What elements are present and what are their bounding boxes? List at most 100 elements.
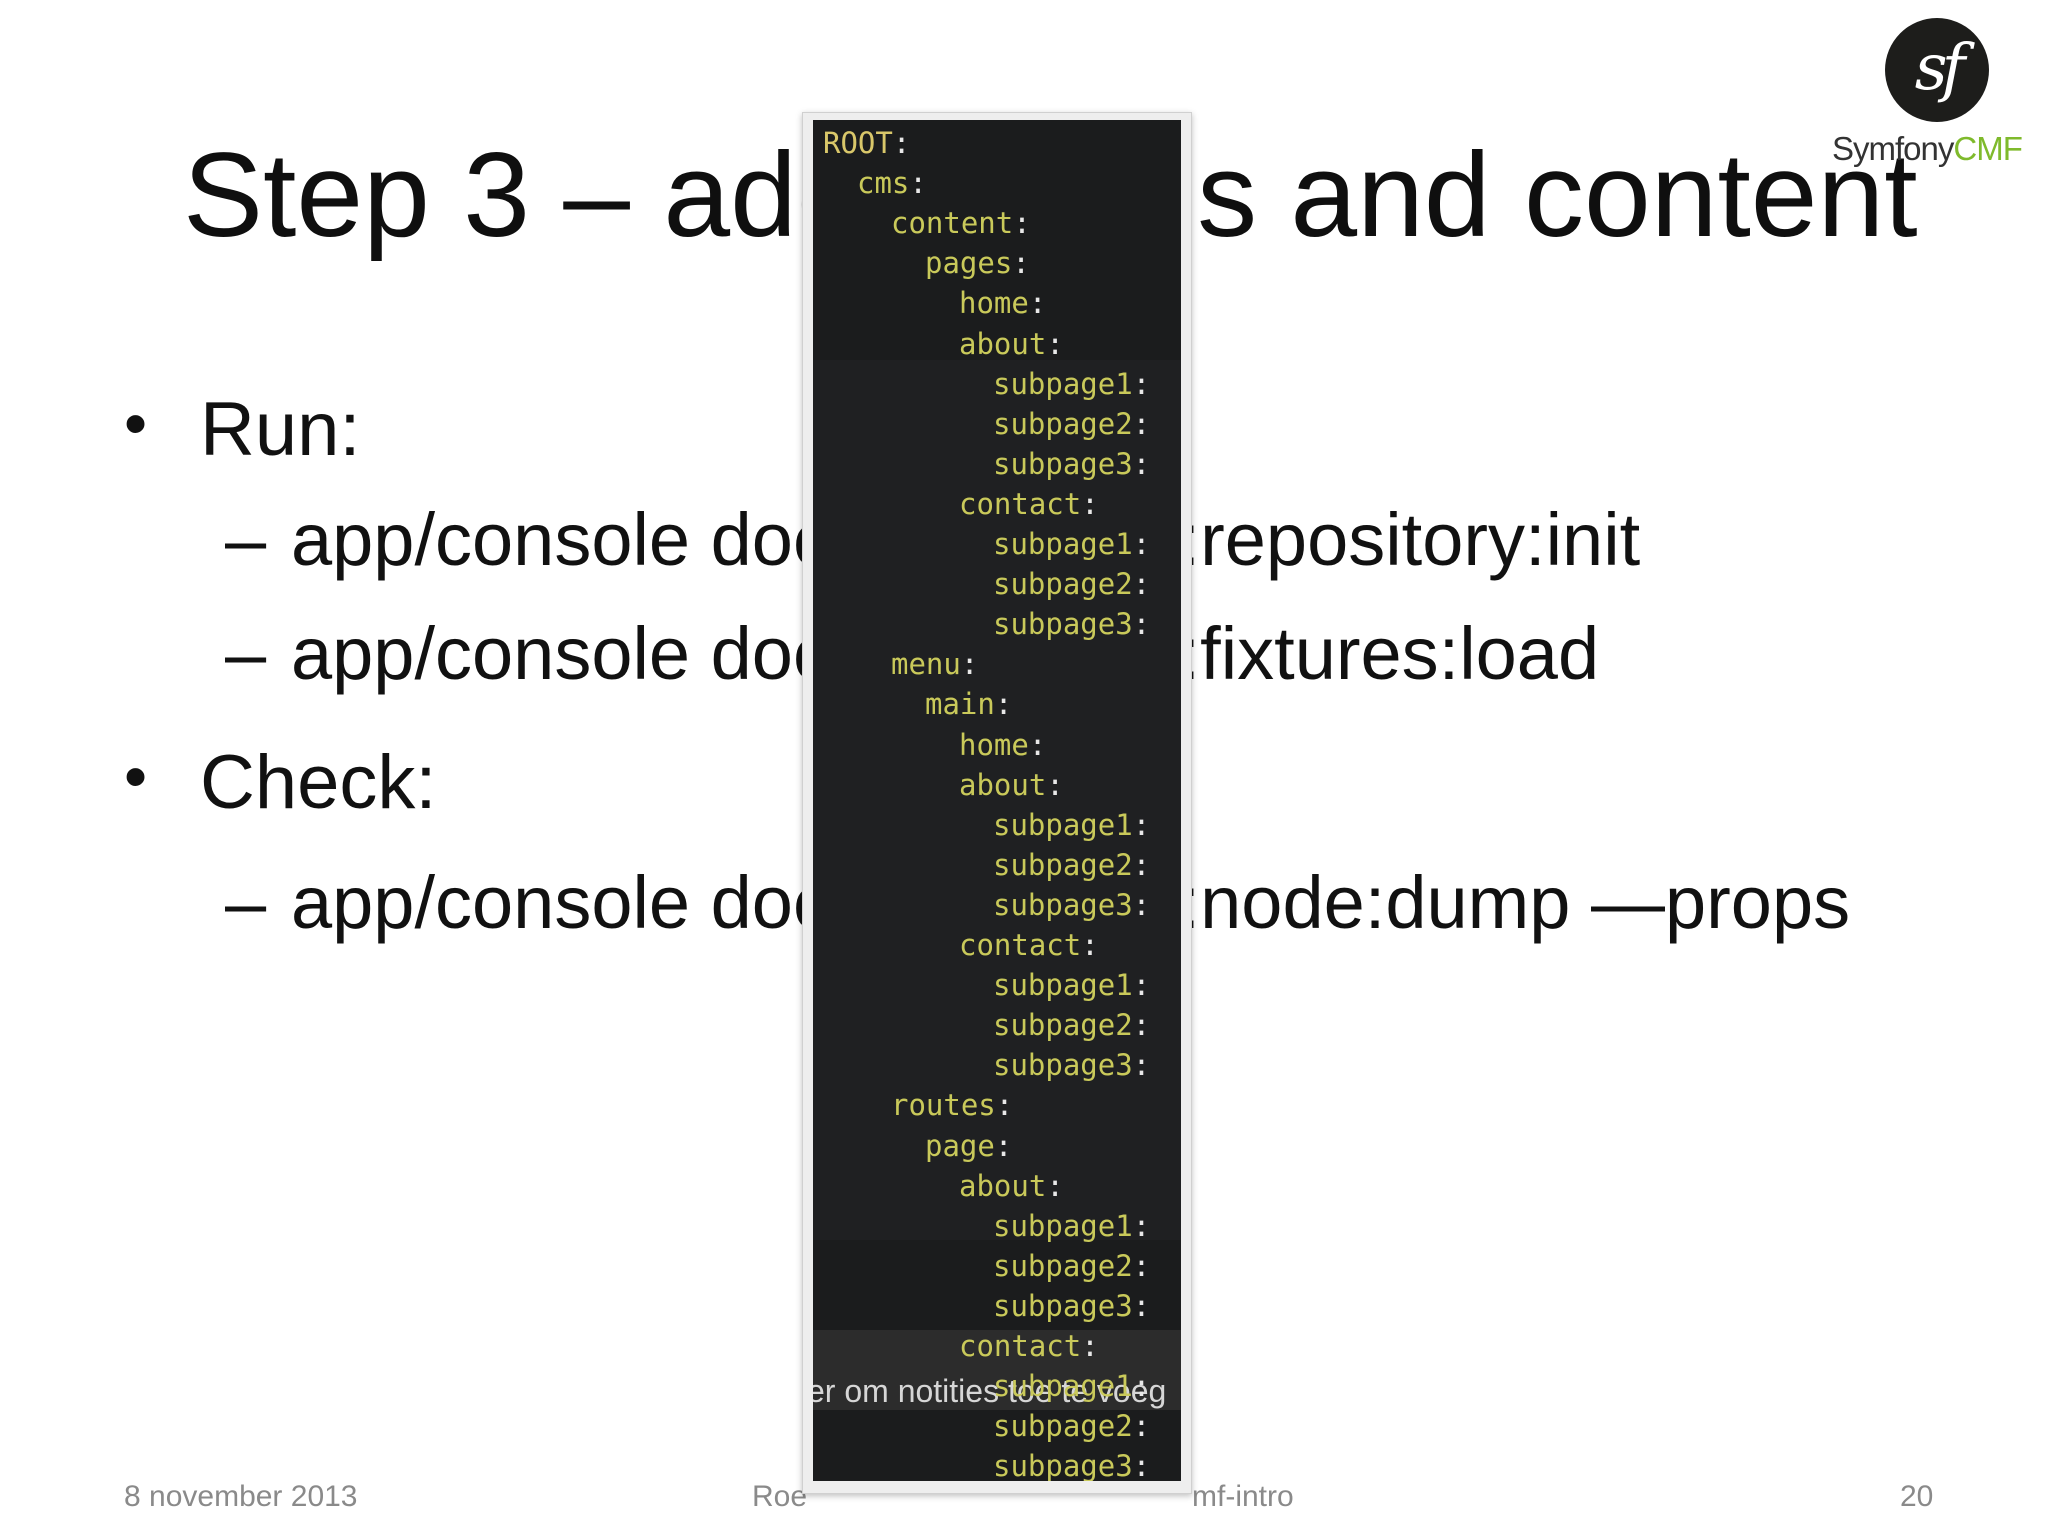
- tree-node: about:: [959, 1168, 1064, 1203]
- tree-node: contact:: [959, 931, 1099, 960]
- tree-node-key: subpage3: [993, 887, 1133, 922]
- tree-node-key: contact: [959, 928, 1082, 962]
- tree-node-colon: :: [892, 126, 911, 160]
- page-number: 20: [1900, 1480, 1934, 1513]
- tree-node-key: subpage2: [993, 406, 1133, 441]
- tree-node-colon: :: [994, 687, 1013, 722]
- tree-node-colon: :: [1132, 847, 1151, 882]
- tree-node-key: pages: [925, 246, 1013, 281]
- tree-node-key: subpage1: [993, 366, 1133, 401]
- tree-node-key: subpage3: [993, 1048, 1133, 1083]
- tree-node: subpage2:: [993, 570, 1150, 599]
- logo-word-symfony: Symfony: [1832, 130, 1954, 167]
- tree-node-key: content: [891, 206, 1014, 241]
- bullet-text: Run:: [200, 387, 361, 472]
- tree-node-colon: :: [994, 1128, 1013, 1163]
- tree-node-colon: :: [1028, 727, 1047, 762]
- tree-node-colon: :: [1132, 527, 1151, 561]
- tree-node-key: home: [959, 286, 1029, 321]
- tree-node-key: home: [959, 727, 1029, 762]
- tree-node: content:: [891, 209, 1031, 238]
- tree-node-colon: :: [1132, 446, 1151, 481]
- footer-author-right: mf-intro: [1192, 1480, 1294, 1513]
- tree-node-key: about: [959, 1168, 1047, 1203]
- tree-node-colon: :: [1046, 1168, 1064, 1203]
- tree-node: about:: [959, 326, 1064, 361]
- tree-node-key: subpage2: [993, 1248, 1133, 1283]
- logo-word-cmf: CMF: [1953, 130, 2022, 167]
- tree-node-key: subpage3: [993, 607, 1133, 642]
- tree-node-key: subpage3: [993, 1449, 1133, 1481]
- tree-node-key: ROOT: [823, 126, 893, 160]
- tree-node-colon: :: [1132, 406, 1151, 441]
- tree-node-colon: :: [1132, 1008, 1151, 1043]
- tree-node: subpage2:: [993, 847, 1151, 882]
- tree-node-key: about: [959, 767, 1047, 802]
- terminal-band: [813, 360, 1181, 1240]
- tree-node: subpage1:: [993, 1208, 1151, 1243]
- tree-node: subpage2:: [993, 406, 1151, 441]
- tree-node-key: about: [959, 326, 1047, 361]
- footer-date: 8 november 2013: [124, 1480, 358, 1513]
- tree-node-colon: :: [1132, 607, 1151, 642]
- tree-node-key: subpage2: [993, 1409, 1133, 1444]
- tree-node-colon: :: [909, 166, 927, 201]
- terminal-output: er om notities toe te voeg ROOT:cms:cont…: [813, 120, 1181, 1481]
- bullet-marker: •: [124, 386, 148, 460]
- notes-placeholder-text: er om notities toe te voeg: [813, 1373, 1167, 1409]
- terminal-overlay: er om notities toe te voeg ROOT:cms:cont…: [802, 112, 1192, 1494]
- tree-node: subpage2:: [993, 1412, 1150, 1441]
- tree-node-key: subpage1: [993, 1208, 1133, 1243]
- tree-node-colon: :: [1132, 1288, 1151, 1323]
- tree-node: subpage3:: [993, 610, 1150, 639]
- tree-node-colon: :: [1013, 206, 1031, 241]
- tree-node-key: subpage3: [993, 446, 1133, 481]
- tree-node: home:: [959, 289, 1046, 318]
- tree-node-colon: :: [1132, 968, 1151, 1003]
- tree-node: subpage1:: [993, 1372, 1150, 1401]
- tree-node-key: contact: [959, 486, 1082, 521]
- tree-node-key: subpage1: [993, 527, 1133, 561]
- tree-node: subpage1:: [993, 530, 1150, 559]
- tree-node-colon: :: [1132, 1048, 1151, 1083]
- tree-node-key: subpage3: [993, 1288, 1133, 1323]
- tree-node-colon: :: [1132, 887, 1151, 922]
- tree-node-colon: :: [1132, 1409, 1151, 1444]
- notes-band: [813, 1330, 1181, 1410]
- tree-node-key: subpage1: [993, 807, 1133, 842]
- tree-node: subpage3:: [993, 887, 1151, 922]
- tree-node: contact:: [959, 1332, 1099, 1361]
- tree-node-key: main: [925, 687, 995, 722]
- tree-node-key: routes: [891, 1088, 996, 1123]
- tree-node-colon: :: [960, 647, 979, 682]
- dash-marker: –: [225, 861, 267, 944]
- tree-node-key: subpage1: [993, 968, 1133, 1003]
- tree-node: subpage2:: [993, 1248, 1151, 1283]
- tree-node-key: subpage1: [993, 1369, 1133, 1404]
- tree-node: subpage1:: [993, 366, 1150, 401]
- tree-node-colon: :: [1132, 807, 1151, 842]
- dash-marker: –: [225, 612, 267, 695]
- tree-node-colon: :: [995, 1088, 1014, 1123]
- dash-marker: –: [225, 498, 267, 581]
- tree-node-key: cms: [857, 166, 910, 201]
- footer-author-left: Roe: [752, 1480, 808, 1513]
- bullet-marker: •: [124, 739, 148, 813]
- tree-node: subpage3:: [993, 1452, 1150, 1481]
- tree-node: main:: [925, 690, 1012, 719]
- bullet-text: Check:: [200, 740, 437, 825]
- tree-node: subpage1:: [993, 807, 1151, 842]
- tree-node: subpage1:: [993, 971, 1150, 1000]
- tree-node: subpage3:: [993, 1288, 1151, 1323]
- tree-node: subpage3:: [993, 446, 1151, 481]
- tree-node: about:: [959, 767, 1064, 802]
- symfony-cmf-logo: sf SymfonyCMF: [1830, 18, 2040, 178]
- tree-node: pages:: [925, 249, 1030, 278]
- tree-node-key: contact: [959, 1329, 1082, 1363]
- tree-node-colon: :: [1132, 1248, 1151, 1283]
- tree-node-key: page: [925, 1128, 995, 1163]
- tree-node-colon: :: [1132, 1208, 1151, 1243]
- tree-node: cms:: [857, 169, 927, 198]
- tree-node-colon: :: [1132, 567, 1151, 602]
